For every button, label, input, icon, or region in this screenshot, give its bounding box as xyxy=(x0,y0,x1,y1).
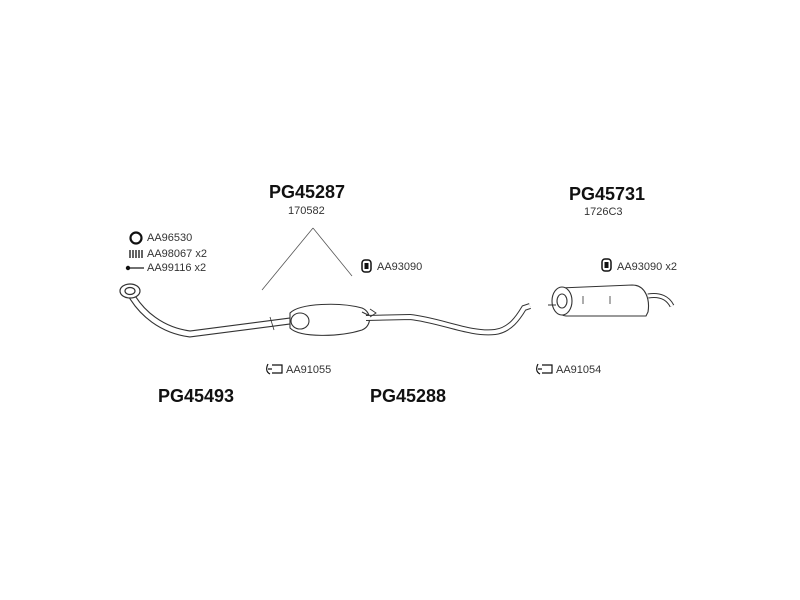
front-pipe xyxy=(119,283,291,338)
spring-icon xyxy=(129,250,143,258)
accessory-spring-label: AA98067 x2 xyxy=(147,248,207,260)
center-muffler xyxy=(289,303,371,336)
hanger-icon-rear xyxy=(601,258,612,272)
clamp-icon-left xyxy=(266,363,283,375)
ring-icon xyxy=(129,231,143,245)
part-code-center-pipe: PG45288 xyxy=(370,386,447,406)
callout-lines xyxy=(261,227,353,291)
bolt-icon xyxy=(125,265,144,271)
accessory-clamp-right-label: AA91054 xyxy=(556,364,602,376)
center-pipe xyxy=(365,303,531,336)
part-sub-rear-muffler: 1726C3 xyxy=(584,206,623,218)
part-sub-center-muffler: 170582 xyxy=(288,205,325,217)
rear-muffler xyxy=(548,284,675,317)
accessory-clamp-left-label: AA91055 xyxy=(286,364,332,376)
part-code-front-pipe: PG45493 xyxy=(158,386,235,406)
accessory-bolt-label: AA99116 x2 xyxy=(147,262,207,274)
clamp-icon-right xyxy=(536,363,553,375)
accessory-hanger-rear-label: AA93090 x2 xyxy=(617,261,677,273)
part-code-rear-muffler: PG45731 xyxy=(569,184,646,204)
accessory-ring-label: AA96530 xyxy=(147,232,193,244)
hanger-icon-center xyxy=(361,259,372,273)
part-code-center-muffler: PG45287 xyxy=(269,182,346,202)
accessory-hanger-center-label: AA93090 xyxy=(377,261,423,273)
